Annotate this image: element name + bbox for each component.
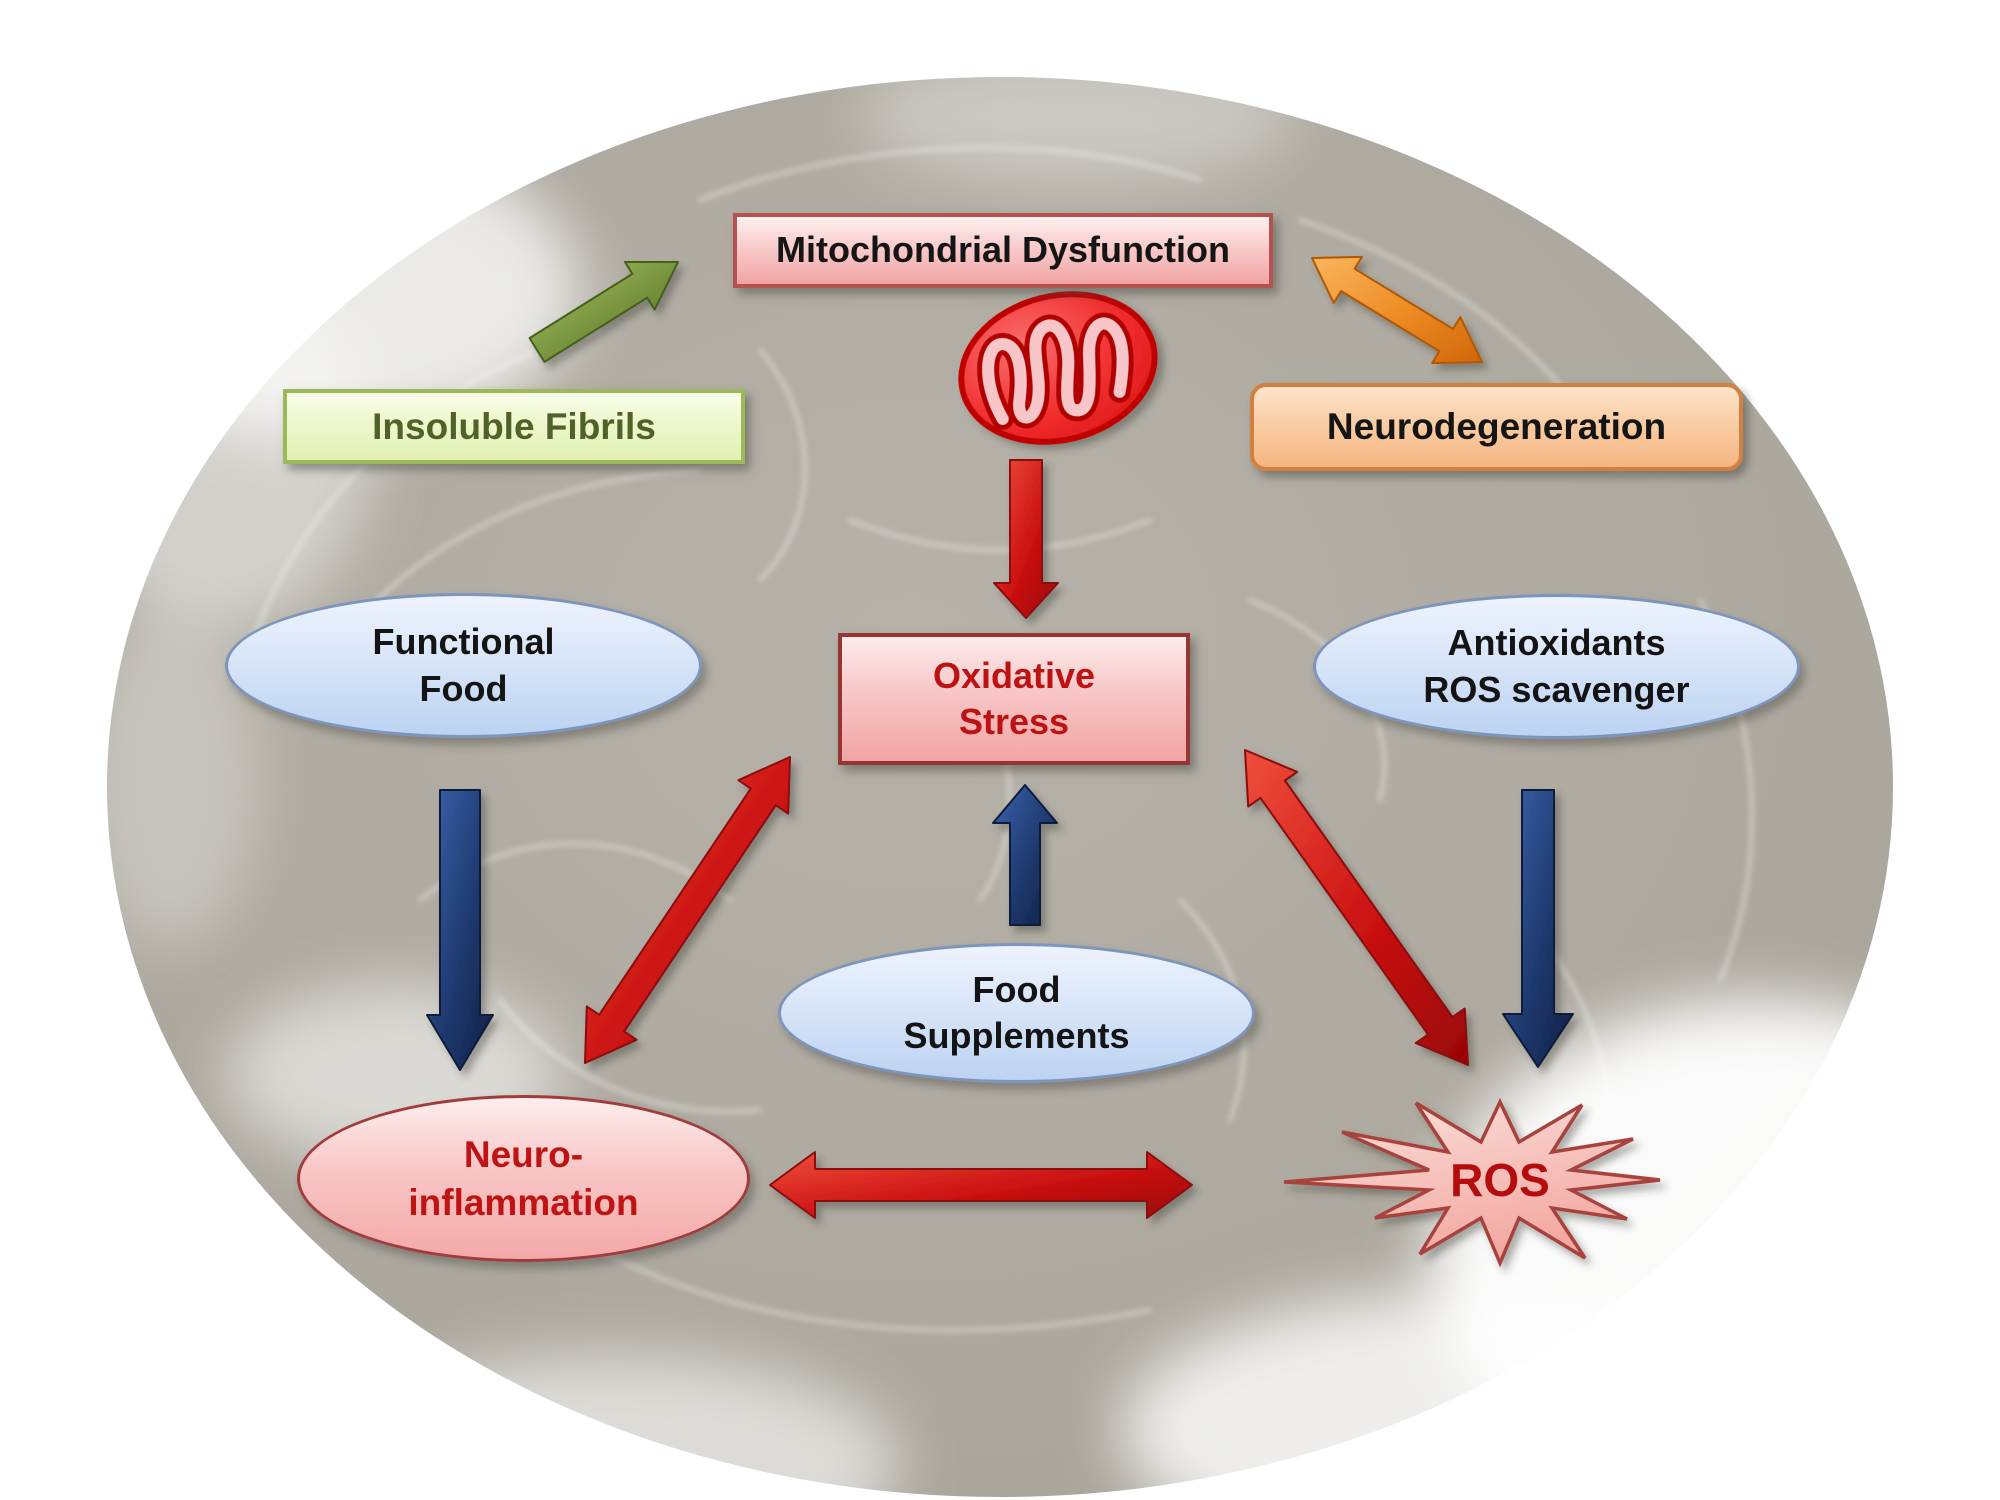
arrow-insoluble-fibrils-to-mitochondrial-dysfunction — [528, 261, 679, 363]
node-label-line2: Supplements — [903, 1015, 1130, 1056]
arrow-neuro-inflammation-ros — [769, 1151, 1193, 1219]
arrow-mitochondrial-dysfunction-to-oxidative-stress — [993, 459, 1059, 619]
ros-starburst — [1283, 1097, 1661, 1268]
arrows — [426, 255, 1574, 1219]
node-functional-food: Functional Food — [225, 593, 702, 738]
node-label-line2: Food — [419, 667, 508, 709]
node-label-line1: Neuro- — [463, 1134, 584, 1176]
node-insoluble-fibrils: Insoluble Fibrils — [283, 389, 745, 464]
node-label-line1: Functional — [372, 621, 555, 663]
arrow-food-supplements-to-oxidative-stress — [992, 784, 1058, 926]
node-label-line2: inflammation — [408, 1181, 639, 1223]
node-antioxidants-ros-scavenger: Antioxidants ROS scavenger — [1313, 594, 1800, 739]
node-label-line1: Antioxidants — [1447, 622, 1666, 664]
node-neuro-inflammation: Neuro- inflammation — [297, 1095, 750, 1262]
mitochondrion-icon — [958, 291, 1158, 445]
node-label-line1: Oxidative — [932, 654, 1096, 696]
node-label-line2: ROS scavenger — [1423, 668, 1690, 710]
node-label-line1: Food — [972, 968, 1061, 1010]
node-food-supplements: Food Supplements — [778, 943, 1255, 1083]
node-label: Insoluble Fibrils — [372, 405, 656, 447]
arrow-mitochondrial-dysfunction-neurodegeneration — [1311, 255, 1483, 365]
arrow-functional-food-to-neuro-inflammation — [426, 789, 494, 1071]
arrow-antioxidants-to-ros — [1502, 789, 1574, 1068]
arrow-oxidative-stress-neuro-inflammation — [584, 756, 791, 1064]
node-ros-label: ROS — [1450, 1154, 1550, 1206]
arrow-oxidative-stress-ros — [1244, 749, 1469, 1066]
node-label-line2: Stress — [958, 701, 1070, 742]
node-neurodegeneration: Neurodegeneration — [1250, 383, 1743, 471]
node-mitochondrial-dysfunction: Mitochondrial Dysfunction — [733, 213, 1273, 288]
node-label: Neurodegeneration — [1326, 406, 1667, 448]
node-oxidative-stress: Oxidative Stress — [838, 633, 1190, 765]
node-label: Mitochondrial Dysfunction — [776, 229, 1230, 271]
